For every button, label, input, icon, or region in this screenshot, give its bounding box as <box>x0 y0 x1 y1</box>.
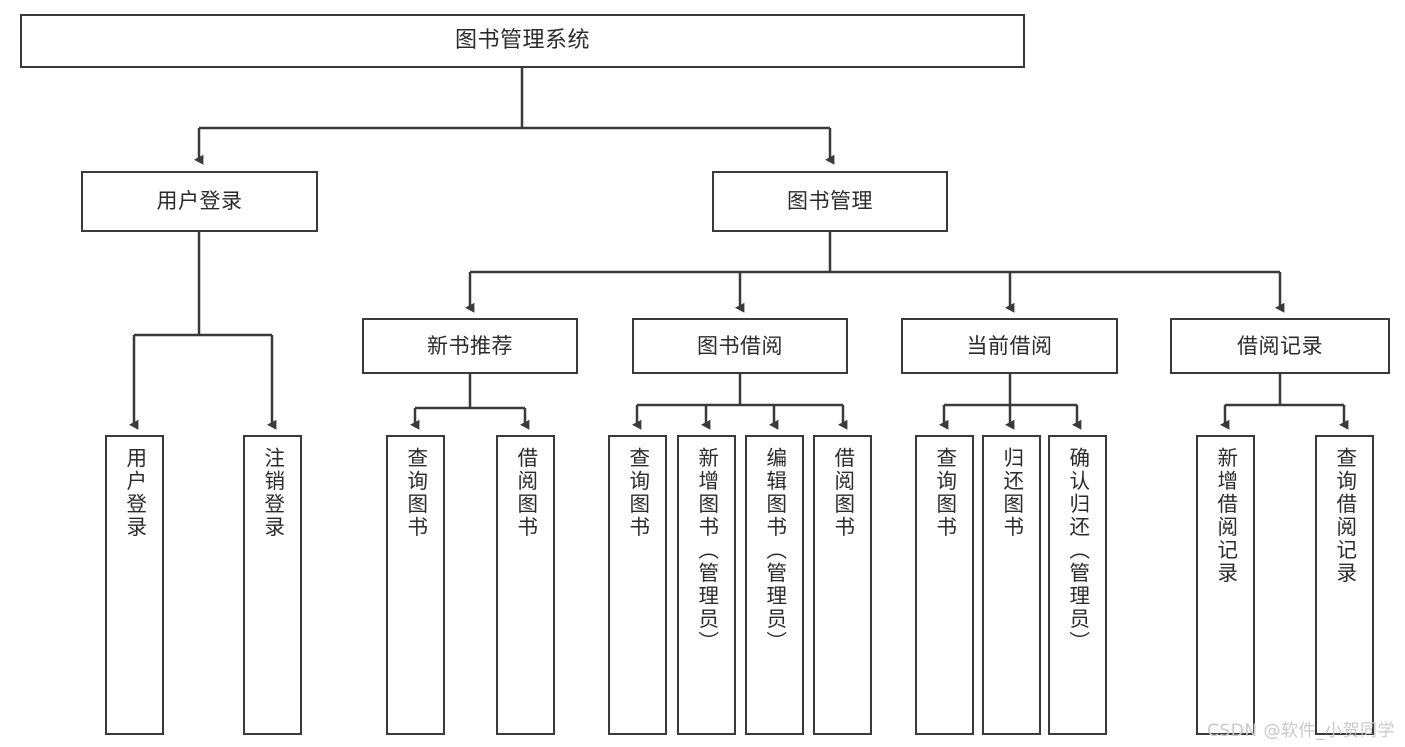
leaf-borrow-records-1[interactable]: 查询借阅记录 <box>1315 435 1374 735</box>
node-label: 编辑图书（管理员） <box>762 447 787 654</box>
node-book-borrow[interactable]: 图书借阅 <box>632 318 848 374</box>
node-label: 用户登录 <box>156 189 243 214</box>
leaf-current-borrow-2[interactable]: 确认归还（管理员） <box>1048 435 1107 735</box>
leaf-book-borrow-2[interactable]: 编辑图书（管理员） <box>745 435 804 735</box>
node-label: 查询图书 <box>625 447 650 539</box>
node-label: 当前借阅 <box>966 333 1053 358</box>
node-label: 新增图书（管理员） <box>694 447 719 654</box>
node-label: 借阅记录 <box>1237 333 1323 358</box>
leaf-user-login-1[interactable]: 注销登录 <box>243 435 302 735</box>
node-label: 归还图书 <box>999 447 1024 539</box>
node-label: 图书借阅 <box>697 333 783 358</box>
leaf-new-book-recommend-1[interactable]: 借阅图书 <box>496 435 555 735</box>
node-root-book-management-system[interactable]: 图书管理系统 <box>20 14 1025 68</box>
node-user-login[interactable]: 用户登录 <box>81 171 318 232</box>
node-label: 查询图书 <box>932 447 957 539</box>
node-label: 注销登录 <box>260 447 285 539</box>
leaf-user-login-0[interactable]: 用户登录 <box>105 435 164 735</box>
leaf-book-borrow-0[interactable]: 查询图书 <box>608 435 667 735</box>
node-label: 图书管理 <box>787 189 873 214</box>
leaf-book-borrow-3[interactable]: 借阅图书 <box>813 435 872 735</box>
node-label: 查询借阅记录 <box>1332 447 1357 585</box>
node-label: 借阅图书 <box>830 447 855 539</box>
watermark: CSDN @软件_小贺同学 <box>1207 721 1395 741</box>
node-label: 查询图书 <box>403 447 428 539</box>
node-label: 图书管理系统 <box>454 28 590 54</box>
node-label: 新增借阅记录 <box>1213 447 1238 585</box>
node-current-borrow[interactable]: 当前借阅 <box>901 318 1118 374</box>
leaf-book-borrow-1[interactable]: 新增图书（管理员） <box>677 435 736 735</box>
node-label: 新书推荐 <box>427 333 513 358</box>
leaf-current-borrow-0[interactable]: 查询图书 <box>915 435 974 735</box>
node-borrow-records[interactable]: 借阅记录 <box>1170 318 1390 374</box>
node-label: 借阅图书 <box>513 447 538 539</box>
node-label: 用户登录 <box>122 447 147 539</box>
leaf-borrow-records-0[interactable]: 新增借阅记录 <box>1196 435 1255 735</box>
leaf-new-book-recommend-0[interactable]: 查询图书 <box>386 435 445 735</box>
node-new-book-recommend[interactable]: 新书推荐 <box>362 318 578 374</box>
node-book-management[interactable]: 图书管理 <box>712 171 948 232</box>
node-label: 确认归还（管理员） <box>1065 447 1090 654</box>
leaf-current-borrow-1[interactable]: 归还图书 <box>982 435 1041 735</box>
